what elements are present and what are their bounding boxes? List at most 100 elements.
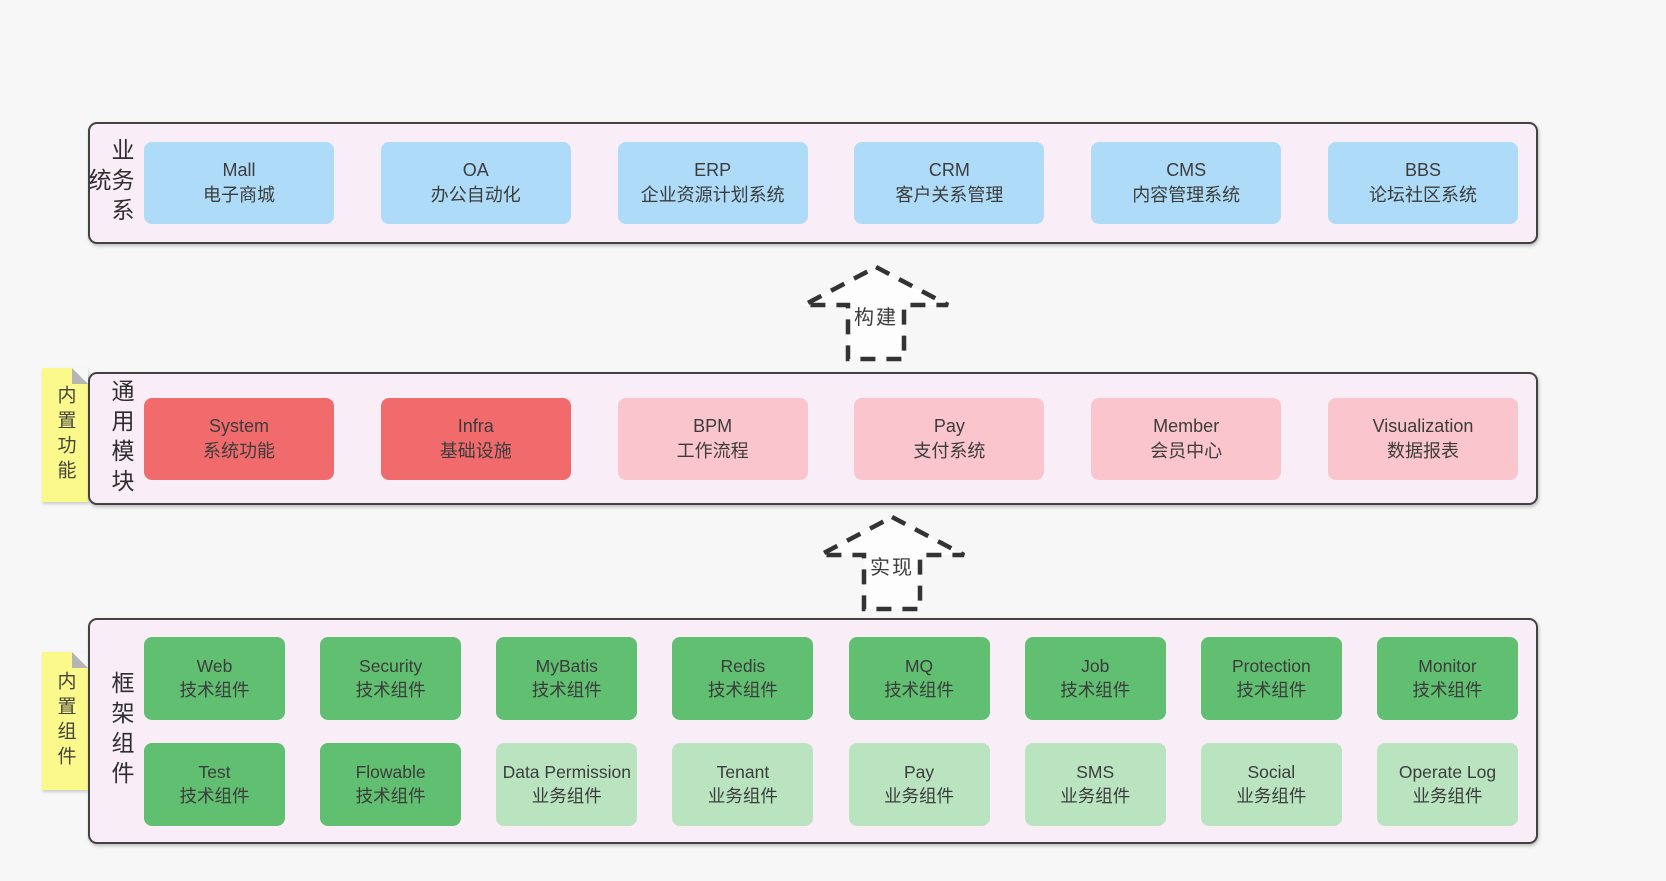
modules-boxes-row: System 系统功能 Infra 基础设施 BPM 工作流程 Pay 支付系统…	[144, 397, 1518, 480]
box-monitor: Monitor 技术组件	[1376, 636, 1518, 720]
box-title: MQ	[904, 656, 934, 676]
section-common-modules: 通用模块 System 系统功能 Infra 基础设施 BPM 工作流程 Pay…	[88, 372, 1538, 505]
tab-builtin-components-label: 内置组件	[54, 671, 76, 771]
box-subtitle: 业务组件	[707, 786, 778, 806]
box-protection: Protection 技术组件	[1200, 636, 1342, 720]
box-data-permission: Data Permission 业务组件	[496, 742, 638, 826]
box-title: Security	[359, 656, 423, 676]
box-subtitle: 技术组件	[707, 680, 778, 700]
box-subtitle: 技术组件	[1236, 680, 1307, 700]
box-subtitle: 技术组件	[179, 680, 250, 700]
business-boxes-row: Mall 电子商城 OA 办公自动化 ERP 企业资源计划系统 CRM 客户关系…	[144, 142, 1518, 224]
arrow-implement: 实现	[816, 512, 968, 612]
box-title: SMS	[1076, 762, 1115, 782]
folded-corner-icon	[72, 652, 88, 668]
box-title: Flowable	[355, 762, 426, 782]
box-title: BBS	[1404, 160, 1441, 180]
box-title: ERP	[694, 160, 732, 180]
box-redis: Redis 技术组件	[672, 636, 814, 720]
box-operate-log: Operate Log 业务组件	[1376, 742, 1518, 826]
box-title: Social	[1247, 762, 1296, 782]
up-arrow-dashed-icon: 实现	[818, 514, 966, 612]
box-title: Tenant	[716, 762, 770, 782]
box-subtitle: 企业资源计划系统	[640, 185, 785, 205]
arrow-build: 构建	[800, 262, 952, 362]
folded-corner-icon	[72, 368, 88, 384]
box-subtitle: 业务组件	[531, 786, 602, 806]
box-title: Mall	[222, 160, 256, 180]
box-title: Test	[198, 762, 231, 782]
box-oa: OA 办公自动化	[380, 142, 571, 224]
box-test: Test 技术组件	[144, 742, 285, 826]
box-title: CMS	[1166, 160, 1207, 180]
box-subtitle: 技术组件	[1412, 680, 1483, 700]
box-web: Web 技术组件	[144, 636, 285, 720]
box-title: Member	[1153, 415, 1220, 436]
box-title: Pay	[933, 415, 965, 436]
box-title: Infra	[457, 415, 494, 436]
box-title: OA	[462, 160, 489, 180]
box-sms: SMS 业务组件	[1024, 742, 1166, 826]
box-member: Member 会员中心	[1091, 397, 1282, 480]
box-subtitle: 业务组件	[1412, 786, 1483, 806]
box-title: CRM	[928, 160, 970, 180]
box-tenant: Tenant 业务组件	[672, 742, 814, 826]
box-social: Social 业务组件	[1200, 742, 1342, 826]
box-flowable: Flowable 技术组件	[320, 742, 462, 826]
framework-row-1: Web 技术组件 Security 技术组件 MyBatis 技术组件 Redi…	[144, 636, 1518, 720]
arrow-build-label: 构建	[854, 306, 898, 329]
arrow-implement-label: 实现	[870, 556, 914, 579]
box-title: Web	[196, 656, 233, 676]
box-subtitle: 技术组件	[355, 786, 426, 806]
box-subtitle: 技术组件	[1060, 680, 1131, 700]
box-title: BPM	[693, 415, 733, 436]
box-subtitle: 会员中心	[1150, 440, 1223, 461]
box-subtitle: 工作流程	[676, 440, 749, 461]
tab-builtin-functions-label: 内置功能	[54, 385, 76, 485]
box-title: MyBatis	[535, 656, 598, 676]
box-subtitle: 技术组件	[179, 786, 250, 806]
box-mall: Mall 电子商城	[144, 142, 334, 224]
box-subtitle: 客户关系管理	[895, 185, 1004, 205]
box-system: System 系统功能	[144, 397, 334, 480]
section-modules-label: 通用模块	[108, 378, 134, 499]
box-subtitle: 支付系统	[913, 440, 986, 461]
box-subtitle: 业务组件	[884, 786, 955, 806]
box-title: Redis	[720, 656, 766, 676]
tab-builtin-functions: 内置功能	[42, 368, 88, 502]
box-title: Visualization	[1372, 415, 1474, 436]
box-mybatis: MyBatis 技术组件	[496, 636, 638, 720]
box-pay-module: Pay 支付系统	[854, 397, 1045, 480]
box-bpm: BPM 工作流程	[617, 397, 808, 480]
box-title: Operate Log	[1398, 762, 1497, 782]
box-visualization: Visualization 数据报表	[1327, 397, 1518, 480]
box-subtitle: 办公自动化	[430, 185, 521, 205]
box-title: Monitor	[1418, 656, 1477, 676]
section-business-label: 业务系统	[85, 138, 134, 228]
box-security: Security 技术组件	[320, 636, 462, 720]
tab-builtin-components: 内置组件	[42, 652, 88, 790]
box-subtitle: 业务组件	[1236, 786, 1307, 806]
box-infra: Infra 基础设施	[380, 397, 571, 480]
box-subtitle: 电子商城	[203, 185, 275, 205]
box-subtitle: 论坛社区系统	[1368, 185, 1477, 205]
box-subtitle: 基础设施	[439, 440, 512, 461]
box-subtitle: 技术组件	[531, 680, 602, 700]
section-framework-label: 框架组件	[108, 671, 134, 791]
section-framework-components: 框架组件 Web 技术组件 Security 技术组件 MyBatis 技术组件…	[88, 618, 1538, 844]
box-title: Pay	[903, 762, 935, 782]
box-subtitle: 数据报表	[1386, 440, 1459, 461]
box-erp: ERP 企业资源计划系统	[617, 142, 808, 224]
box-mq: MQ 技术组件	[848, 636, 990, 720]
box-subtitle: 系统功能	[203, 440, 275, 461]
box-subtitle: 技术组件	[884, 680, 955, 700]
box-subtitle: 内容管理系统	[1132, 185, 1241, 205]
up-arrow-dashed-icon: 构建	[802, 264, 950, 362]
box-title: Protection	[1231, 656, 1311, 676]
box-subtitle: 技术组件	[355, 680, 426, 700]
box-pay-component: Pay 业务组件	[848, 742, 990, 826]
section-business-systems: 业务系统 Mall 电子商城 OA 办公自动化 ERP 企业资源计划系统 CRM…	[85, 122, 1538, 244]
box-job: Job 技术组件	[1024, 636, 1166, 720]
box-cms: CMS 内容管理系统	[1091, 142, 1282, 224]
box-title: Data Permission	[502, 762, 631, 782]
